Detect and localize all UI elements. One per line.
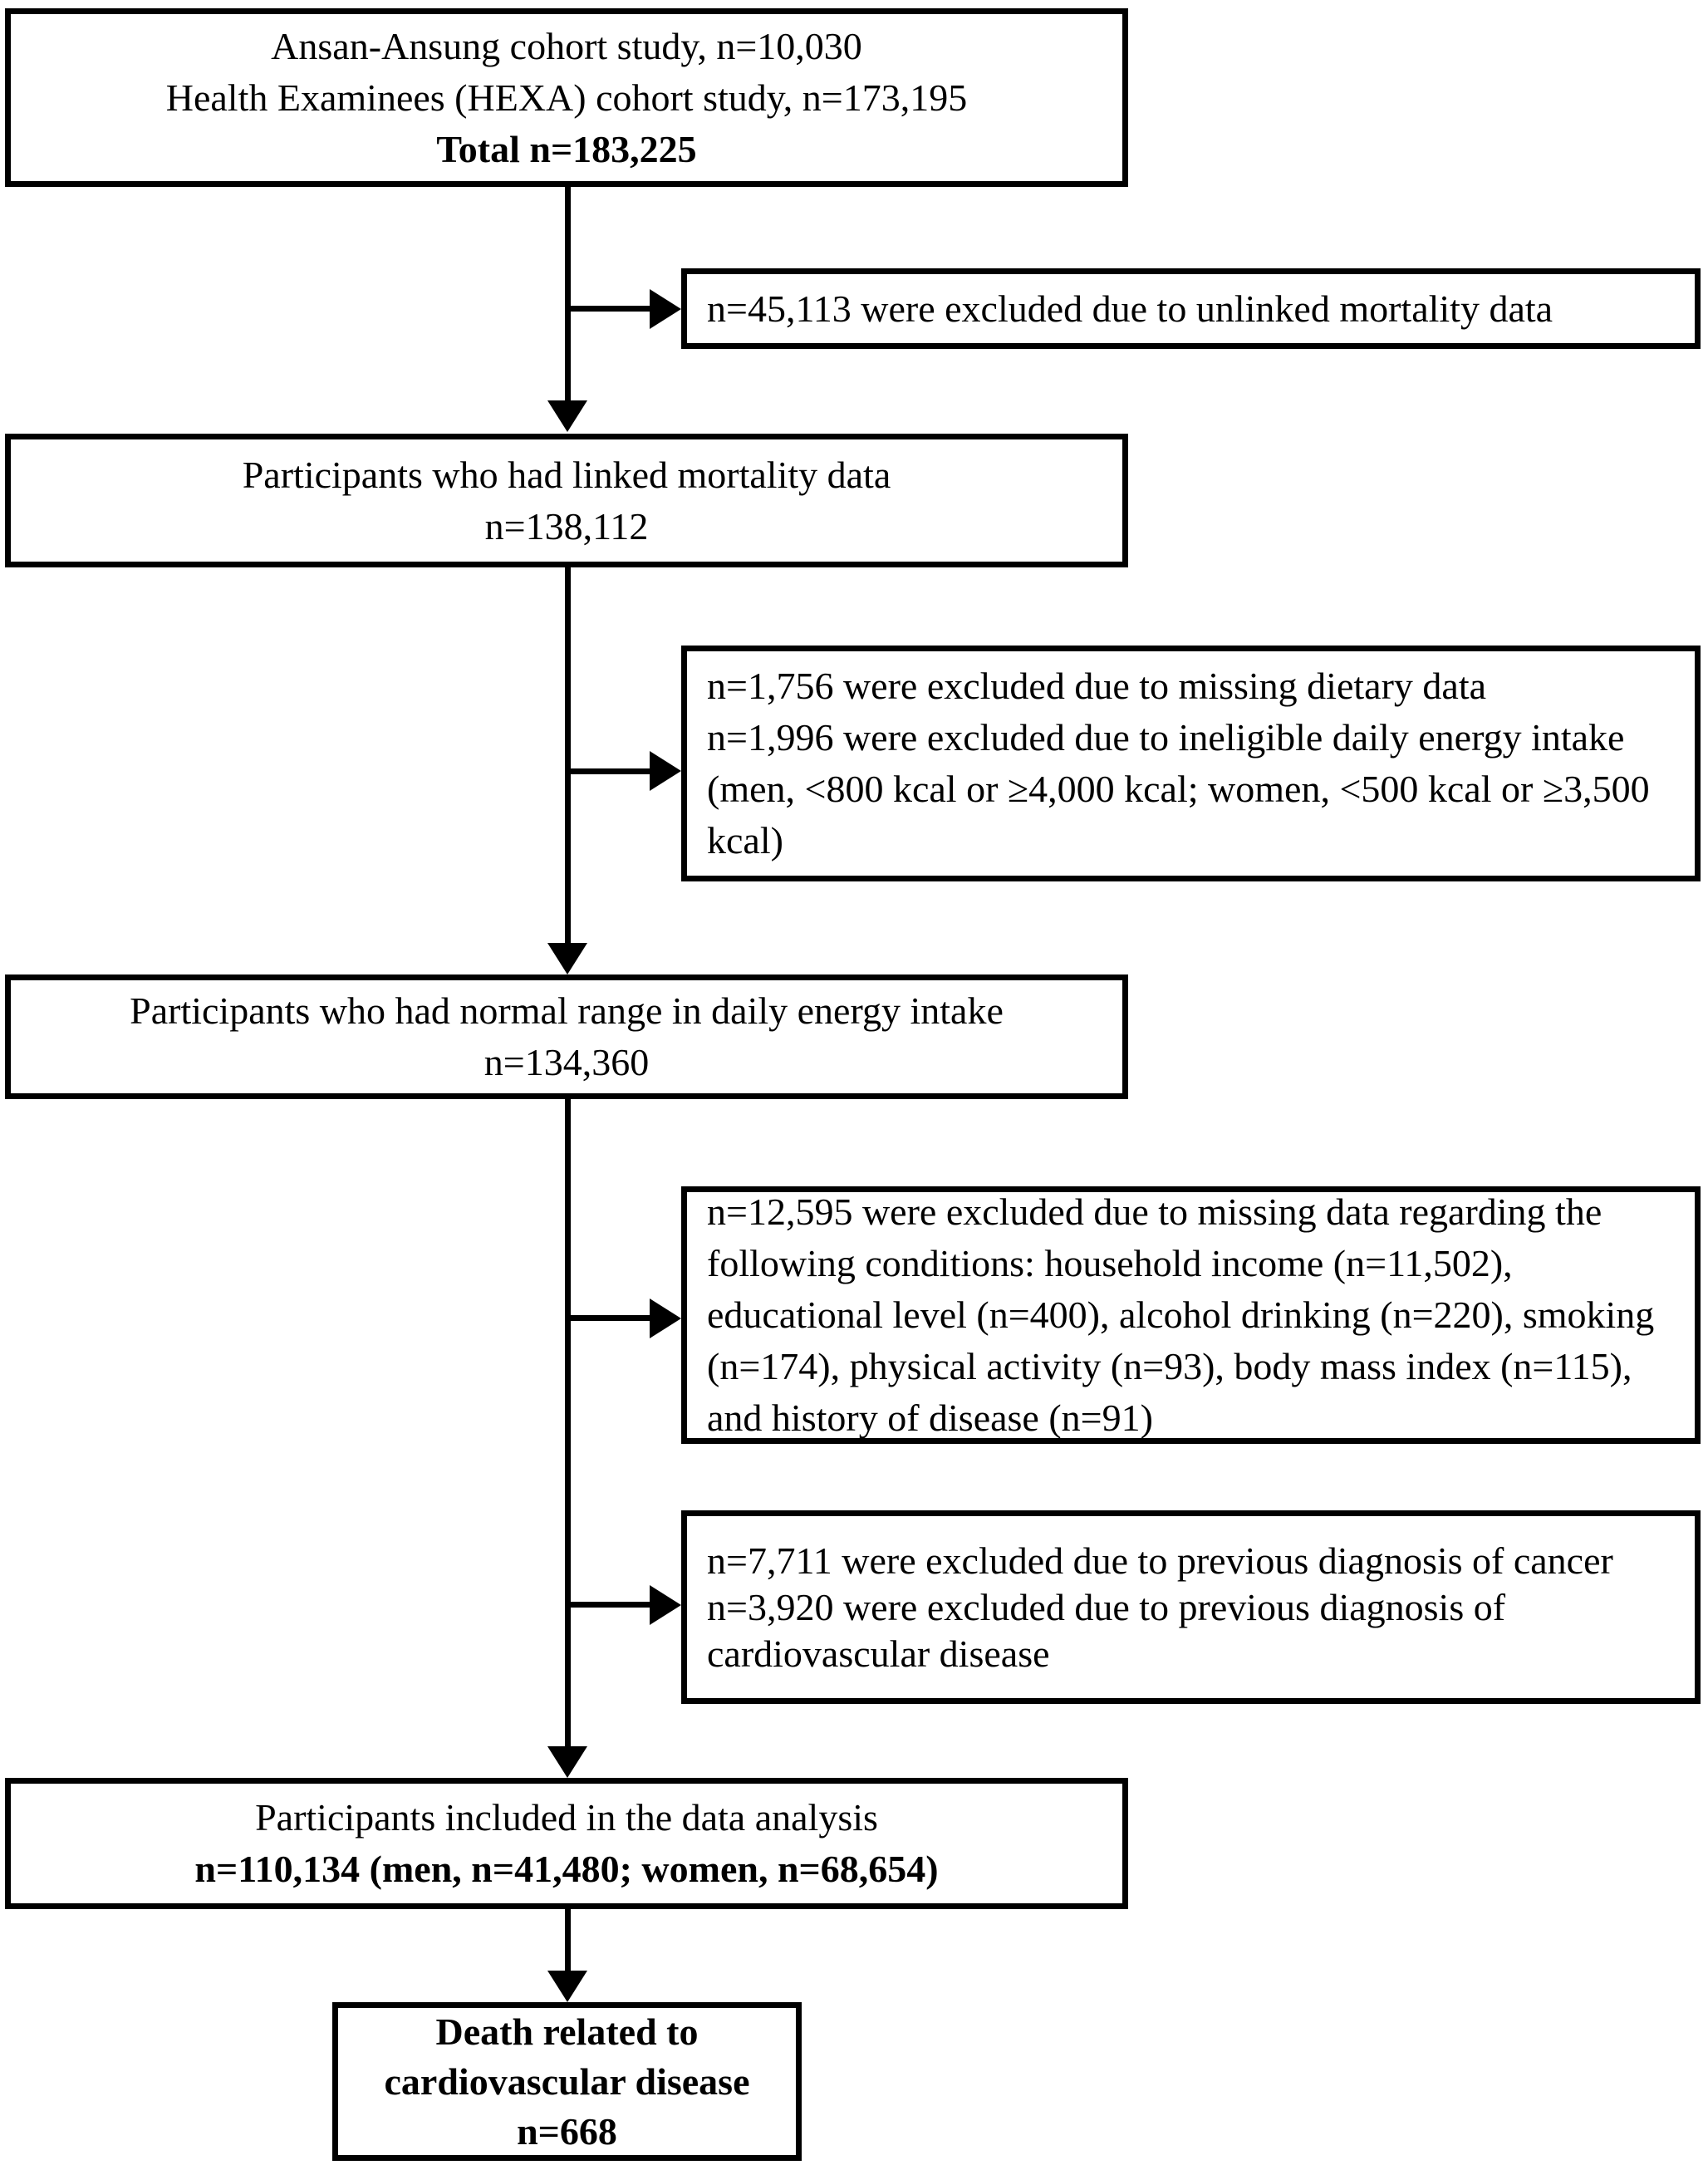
linked-mortality-label: Participants who had linked mortality da…	[242, 453, 891, 496]
branch-line-excluded-unlinked	[567, 306, 650, 312]
source-cohort-line-total: Total n=183,225	[436, 127, 697, 170]
box-included-analysis: Participants included in the data analys…	[5, 1778, 1128, 1909]
source-cohort-line-hexa: Health Examinees (HEXA) cohort study, n=…	[165, 76, 968, 119]
box-excluded-dietary-energy: n=1,756 were excluded due to missing die…	[681, 646, 1701, 881]
box-excluded-disease-history: n=7,711 were excluded due to previous di…	[681, 1510, 1701, 1704]
excluded-dietary-text: n=1,756 were excluded due to missing die…	[707, 665, 1487, 707]
box-excluded-unlinked-mortality: n=45,113 were excluded due to unlinked m…	[681, 268, 1701, 349]
arrowhead-right-excluded-disease	[650, 1585, 681, 1625]
arrowhead-right-excluded-dietary	[650, 751, 681, 791]
flow-line-included-to-death	[565, 1908, 571, 1973]
included-analysis-count: n=110,134 (men, n=41,480; women, n=68,65…	[194, 1848, 939, 1890]
flow-line-linked-to-normal	[565, 567, 571, 945]
cvd-death-line-2: cardiovascular disease	[384, 2059, 750, 2103]
branch-line-excluded-disease	[567, 1602, 650, 1608]
cvd-death-count: n=668	[517, 2109, 617, 2153]
box-cvd-death: Death related to cardiovascular disease …	[332, 2002, 802, 2161]
flow-line-source-to-linked	[565, 187, 571, 403]
excluded-energy-text: n=1,996 were excluded due to ineligible …	[707, 716, 1650, 862]
included-analysis-label: Participants included in the data analys…	[255, 1796, 878, 1839]
arrowhead-right-excluded-unlinked	[650, 289, 681, 329]
arrowhead-down-to-linked	[547, 400, 587, 432]
excluded-covariates-text: n=12,595 were excluded due to missing da…	[707, 1191, 1655, 1439]
excluded-unlinked-text: n=45,113 were excluded due to unlinked m…	[707, 287, 1553, 330]
branch-line-excluded-covariates	[567, 1315, 650, 1321]
excluded-cancer-text: n=7,711 were excluded due to previous di…	[707, 1539, 1613, 1582]
arrowhead-right-excluded-covariates	[650, 1299, 681, 1338]
arrowhead-down-to-included	[547, 1746, 587, 1778]
cvd-death-line-1: Death related to	[435, 2010, 699, 2053]
source-cohort-line-ansan: Ansan-Ansung cohort study, n=10,030	[271, 24, 862, 67]
excluded-cvd-text: n=3,920 were excluded due to previous di…	[707, 1585, 1506, 1675]
normal-energy-label: Participants who had normal range in dai…	[130, 989, 1004, 1032]
normal-energy-count: n=134,360	[483, 1041, 650, 1083]
linked-mortality-count: n=138,112	[484, 504, 649, 547]
box-source-cohorts: Ansan-Ansung cohort study, n=10,030 Heal…	[5, 8, 1128, 187]
arrowhead-down-to-death	[547, 1971, 587, 2002]
box-excluded-missing-covariates: n=12,595 were excluded due to missing da…	[681, 1186, 1701, 1444]
flow-line-normal-to-included	[565, 1098, 571, 1746]
box-normal-energy-intake: Participants who had normal range in dai…	[5, 974, 1128, 1099]
arrowhead-down-to-normal	[547, 943, 587, 974]
branch-line-excluded-dietary	[567, 768, 650, 774]
box-linked-mortality: Participants who had linked mortality da…	[5, 434, 1128, 567]
